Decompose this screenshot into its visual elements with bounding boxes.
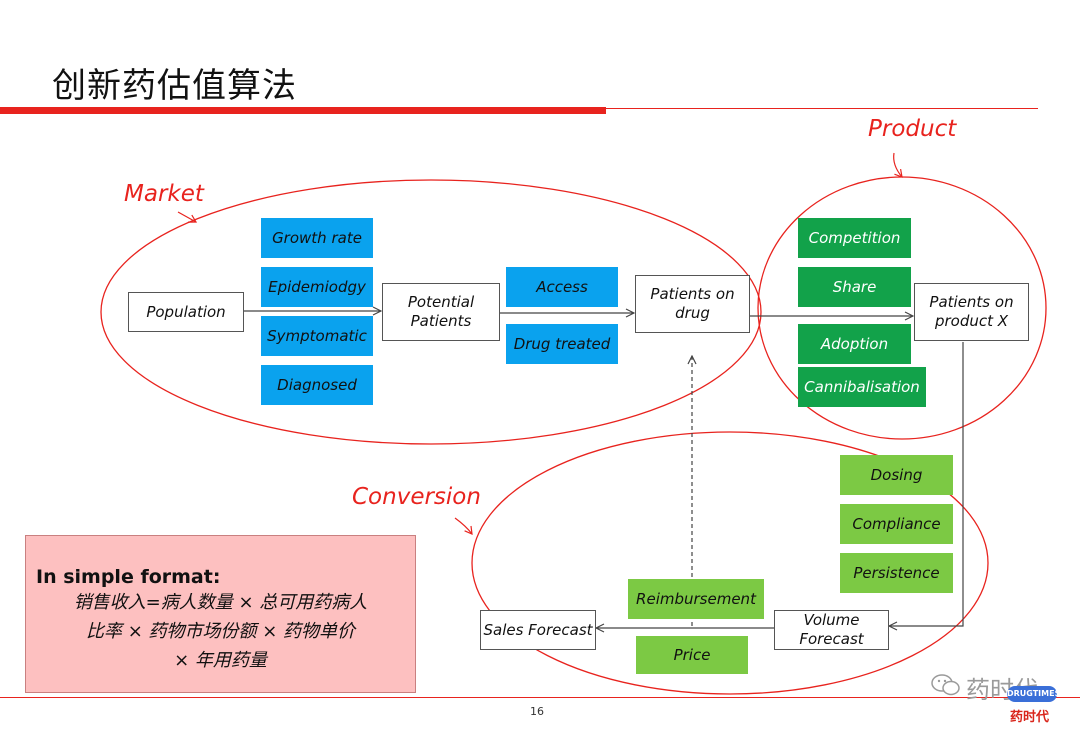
conversion-ellipse [471, 431, 989, 695]
arrow-product-x-to-volume [889, 342, 964, 626]
volume-factor: Compliance [840, 504, 953, 544]
price-factor: Price [636, 636, 748, 674]
product-factor: Adoption [798, 324, 911, 364]
product-pointer [893, 152, 903, 178]
volume-factor: Persistence [840, 553, 953, 593]
conversion-pointer [454, 517, 473, 535]
price-factor: Reimbursement [628, 579, 764, 619]
product-factor: Share [798, 267, 911, 307]
volume-forecast-box: Volume Forecast [774, 610, 889, 650]
market-pointer [177, 211, 198, 223]
patients-on-drug-box: Patients on drug [635, 275, 750, 333]
page-number: 16 [530, 705, 544, 718]
access-factor: Drug treated [506, 324, 618, 364]
note-title: In simple format: [36, 566, 221, 588]
product-factor: Cannibalisation [798, 367, 926, 407]
market-factor: Diagnosed [261, 365, 373, 405]
market-label: Market [124, 181, 204, 207]
access-factor: Access [506, 267, 618, 307]
note-formula: 销售收入=病人数量 × 总可用药病人 比率 × 药物市场份额 × 药物单价 × … [73, 592, 368, 671]
wechat-icon [931, 674, 960, 696]
product-label: Product [868, 116, 957, 142]
market-factor: Growth rate [261, 218, 373, 258]
sales-forecast-box: Sales Forecast [480, 610, 596, 650]
page-title: 创新药估值算法 [52, 66, 297, 106]
simple-format-note: In simple format: 销售收入=病人数量 × 总可用药病人 比率 … [25, 535, 416, 693]
footer-rule [0, 697, 1080, 698]
market-ellipse [100, 179, 762, 445]
conversion-label: Conversion [352, 484, 481, 510]
watermark-logo-badge: DRUGTIMES [1007, 686, 1060, 702]
watermark-logo-text: 药时代 [1010, 710, 1050, 725]
potential-patients-box: Potential Patients [382, 283, 500, 341]
population-box: Population [128, 292, 244, 332]
market-factor: Symptomatic [261, 316, 373, 356]
header-rule-thick [0, 107, 606, 114]
patients-on-product-x-box: Patients on product X [914, 283, 1029, 341]
volume-factor: Dosing [840, 455, 953, 495]
market-factor: Epidemiodgy [261, 267, 373, 307]
product-factor: Competition [798, 218, 911, 258]
